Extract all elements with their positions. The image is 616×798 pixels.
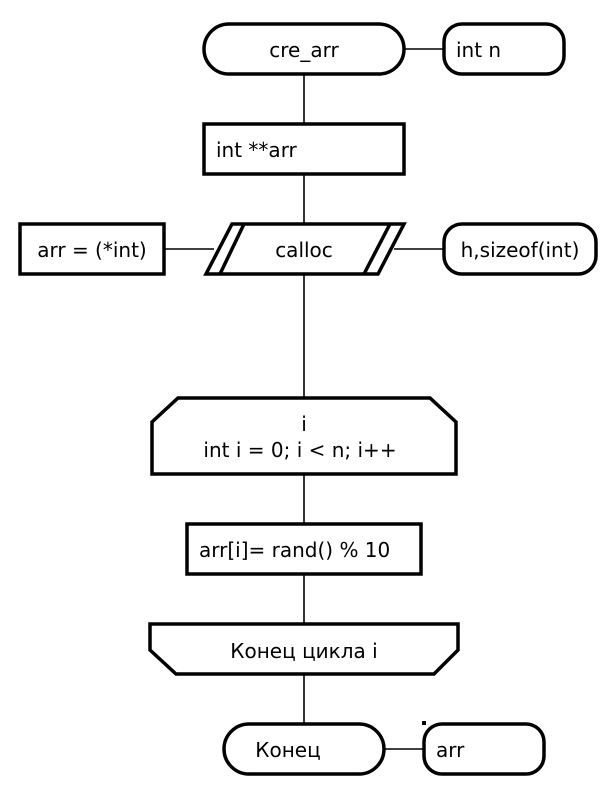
loop-end-label: Конец цикла i <box>230 639 377 663</box>
end-return-label: arr <box>436 738 465 762</box>
alloc-label: calloc <box>275 238 333 262</box>
loop-condition-label: int i = 0; i < n; i++ <box>203 438 396 462</box>
alloc-right-edge <box>362 223 392 275</box>
stray-dot <box>422 721 426 725</box>
start-label: cre_arr <box>269 38 339 62</box>
declare-label: int **arr <box>216 138 298 162</box>
start-terminator <box>202 22 406 76</box>
alloc-left-edge <box>218 223 246 275</box>
end-label: Конец <box>255 738 320 762</box>
declare-process <box>202 122 406 176</box>
alloc-subprocess <box>203 222 407 276</box>
connectors <box>164 48 444 750</box>
loop-variable-label: i <box>301 412 307 436</box>
loop-end-block <box>148 622 460 676</box>
alloc-args-label: h,sizeof(int) <box>461 238 580 262</box>
alloc-result-label: arr = (*int) <box>37 238 147 262</box>
start-param-box <box>442 22 566 76</box>
alloc-parallelogram <box>203 222 407 276</box>
start-param-label: int n <box>456 38 501 62</box>
end-return-box <box>422 722 546 776</box>
loop-start-block <box>150 396 458 476</box>
alloc-args-box <box>442 222 598 276</box>
body-label: arr[i]= rand() % 10 <box>199 538 390 562</box>
end-terminator <box>222 722 386 776</box>
alloc-result-box <box>18 222 166 276</box>
body-process <box>185 522 423 576</box>
